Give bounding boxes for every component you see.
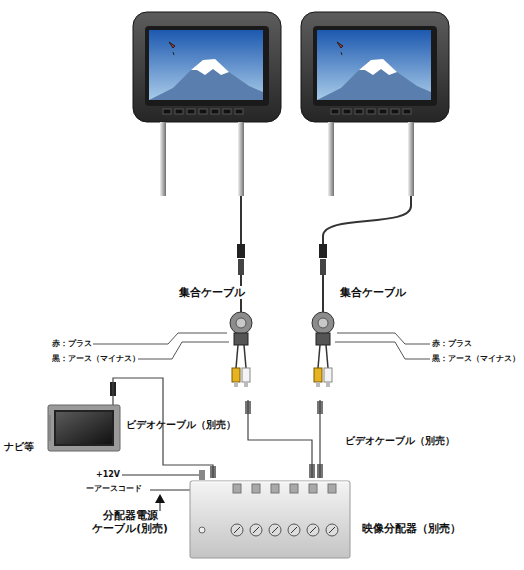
wire-label: 黒：アース（マイナス） — [432, 354, 520, 363]
rca-socket — [252, 484, 260, 493]
rca-tip — [316, 382, 320, 387]
node-shape — [48, 405, 120, 451]
wire-label: 赤：プラス — [432, 339, 472, 348]
navigation-unit: ナビ等 — [48, 405, 120, 451]
rca-plug — [245, 401, 251, 414]
power-plug — [199, 470, 205, 480]
monitor-cable — [323, 196, 411, 244]
cable-plug — [237, 244, 245, 258]
ground-wire — [150, 490, 191, 491]
leader-line — [160, 503, 161, 511]
monitor-cable — [322, 275, 324, 308]
distributor-body — [190, 481, 350, 558]
node-label: 集合ケーブル — [179, 286, 245, 299]
video-cable — [319, 400, 320, 478]
rca-socket — [233, 484, 241, 493]
rca-plug — [110, 382, 116, 396]
annotation-label: 分配器電源 ケーブル(別売) — [80, 509, 180, 534]
node-shape — [307, 308, 339, 400]
harness-wire — [326, 345, 328, 368]
video-cable — [248, 400, 312, 478]
navi-body — [48, 405, 120, 451]
harness-wire — [236, 345, 238, 368]
rca-jack — [231, 524, 243, 536]
headrest-monitor — [133, 12, 281, 122]
rca-plug-white — [242, 368, 250, 382]
cable-label: ビデオケーブル（別売） — [345, 435, 455, 446]
node-shape — [225, 308, 257, 400]
rca-plug — [210, 466, 216, 478]
rca-plug-yellow — [232, 368, 240, 382]
rca-jack — [269, 524, 281, 536]
rca-tip — [234, 382, 238, 387]
ground-wire — [335, 342, 430, 359]
connector-face — [236, 318, 246, 328]
navi-screen — [56, 412, 112, 444]
headrest-monitor — [301, 12, 449, 122]
jack-slot — [329, 527, 335, 533]
wire-label: 黒：アース（マイナス） — [52, 354, 140, 363]
node-label: 映像分配器（別売） — [362, 522, 461, 535]
rca-plug — [317, 464, 323, 478]
rca-tip — [244, 382, 248, 387]
cable-plug — [238, 259, 244, 275]
headrest-post — [408, 122, 414, 196]
connector-housing — [230, 312, 252, 334]
harness-connector: 集合ケーブル — [307, 308, 339, 400]
connector-housing — [312, 312, 334, 334]
navi-groove — [50, 415, 51, 441]
rca-jack — [288, 524, 300, 536]
harness-wire — [244, 345, 246, 368]
connector-body — [234, 333, 248, 345]
jack-slot — [272, 527, 278, 533]
harness-connector: 集合ケーブル — [225, 308, 257, 400]
rca-socket — [328, 484, 336, 493]
monitor-cable — [240, 196, 242, 244]
rca-jack — [326, 524, 338, 536]
rca-plug-yellow — [314, 368, 322, 382]
node-shape — [190, 478, 350, 560]
navi-bezel — [54, 410, 114, 446]
headrest-post — [160, 122, 166, 196]
power-wire — [122, 475, 199, 476]
rca-socket — [271, 484, 279, 493]
indicator-led — [199, 527, 205, 533]
rca-plug — [309, 464, 315, 478]
headrest-post — [238, 122, 244, 196]
rca-tip — [326, 382, 330, 387]
node-label: ナビ等 — [4, 441, 34, 452]
cable-plug — [319, 244, 327, 258]
rca-socket — [290, 484, 298, 493]
node-label: 集合ケーブル — [340, 286, 406, 299]
wire-label: 赤：プラス — [52, 339, 92, 348]
leader-arrow — [155, 494, 165, 503]
ground-wire — [138, 342, 229, 359]
harness-wire — [318, 345, 320, 368]
headrest-post — [328, 122, 334, 196]
distributor-edge — [192, 482, 348, 483]
rca-jack — [250, 524, 262, 536]
monitor-cable — [322, 308, 324, 312]
wire-label: ーアースコード — [86, 484, 142, 494]
rca-plug-white — [324, 368, 332, 382]
cable-plug — [320, 259, 326, 275]
video-distributor: 映像分配器（別売） — [190, 478, 350, 560]
jack-slot — [253, 527, 259, 533]
rca-jack — [307, 524, 319, 536]
cable-label: ビデオケーブル（別売） — [126, 419, 236, 430]
jack-slot — [291, 527, 297, 533]
monitor-cable — [240, 308, 242, 312]
connector-face — [318, 318, 328, 328]
rca-socket — [309, 484, 317, 493]
wire-label: +12V — [96, 470, 120, 480]
connector-body — [316, 333, 330, 345]
jack-slot — [234, 527, 240, 533]
jack-slot — [310, 527, 316, 533]
rca-plug — [317, 401, 323, 414]
